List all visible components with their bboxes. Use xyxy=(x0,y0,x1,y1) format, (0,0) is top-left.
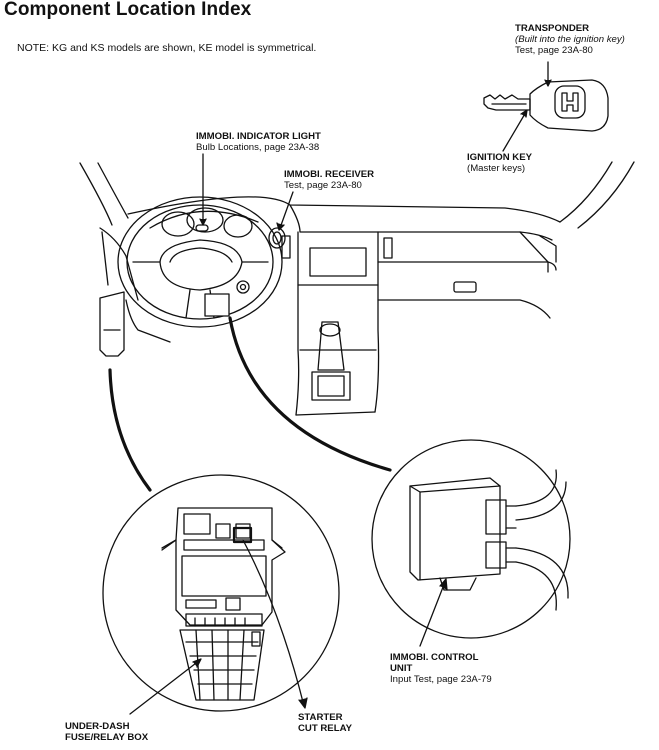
receiver-icon xyxy=(268,227,286,249)
starter-cut-relay-label: STARTER CUT RELAY xyxy=(298,712,353,734)
transponder-label: TRANSPONDER (Built into the ignition key… xyxy=(515,23,625,56)
indicator-light-label: IMMOBI. INDICATOR LIGHT Bulb Locations, … xyxy=(196,131,321,153)
indicator-light-icon xyxy=(195,224,209,232)
fuse-box-zoom xyxy=(102,474,340,715)
fuse-box-label: UNDER-DASH FUSE/RELAY BOX xyxy=(65,721,149,743)
note-text: NOTE: KG and KS models are shown, KE mod… xyxy=(17,42,317,54)
ignition-key-icon xyxy=(483,79,609,132)
receiver-label: IMMOBI. RECEIVER Test, page 23A-80 xyxy=(284,169,375,191)
steering-wheel-icon xyxy=(117,196,283,328)
page-title: Component Location Index xyxy=(4,0,252,20)
ignition-key-label: IGNITION KEY (Master keys) xyxy=(467,152,533,174)
control-unit-label: IMMOBI. CONTROL UNIT Input Test, page 23… xyxy=(390,652,492,685)
control-unit-zoom xyxy=(371,439,571,647)
